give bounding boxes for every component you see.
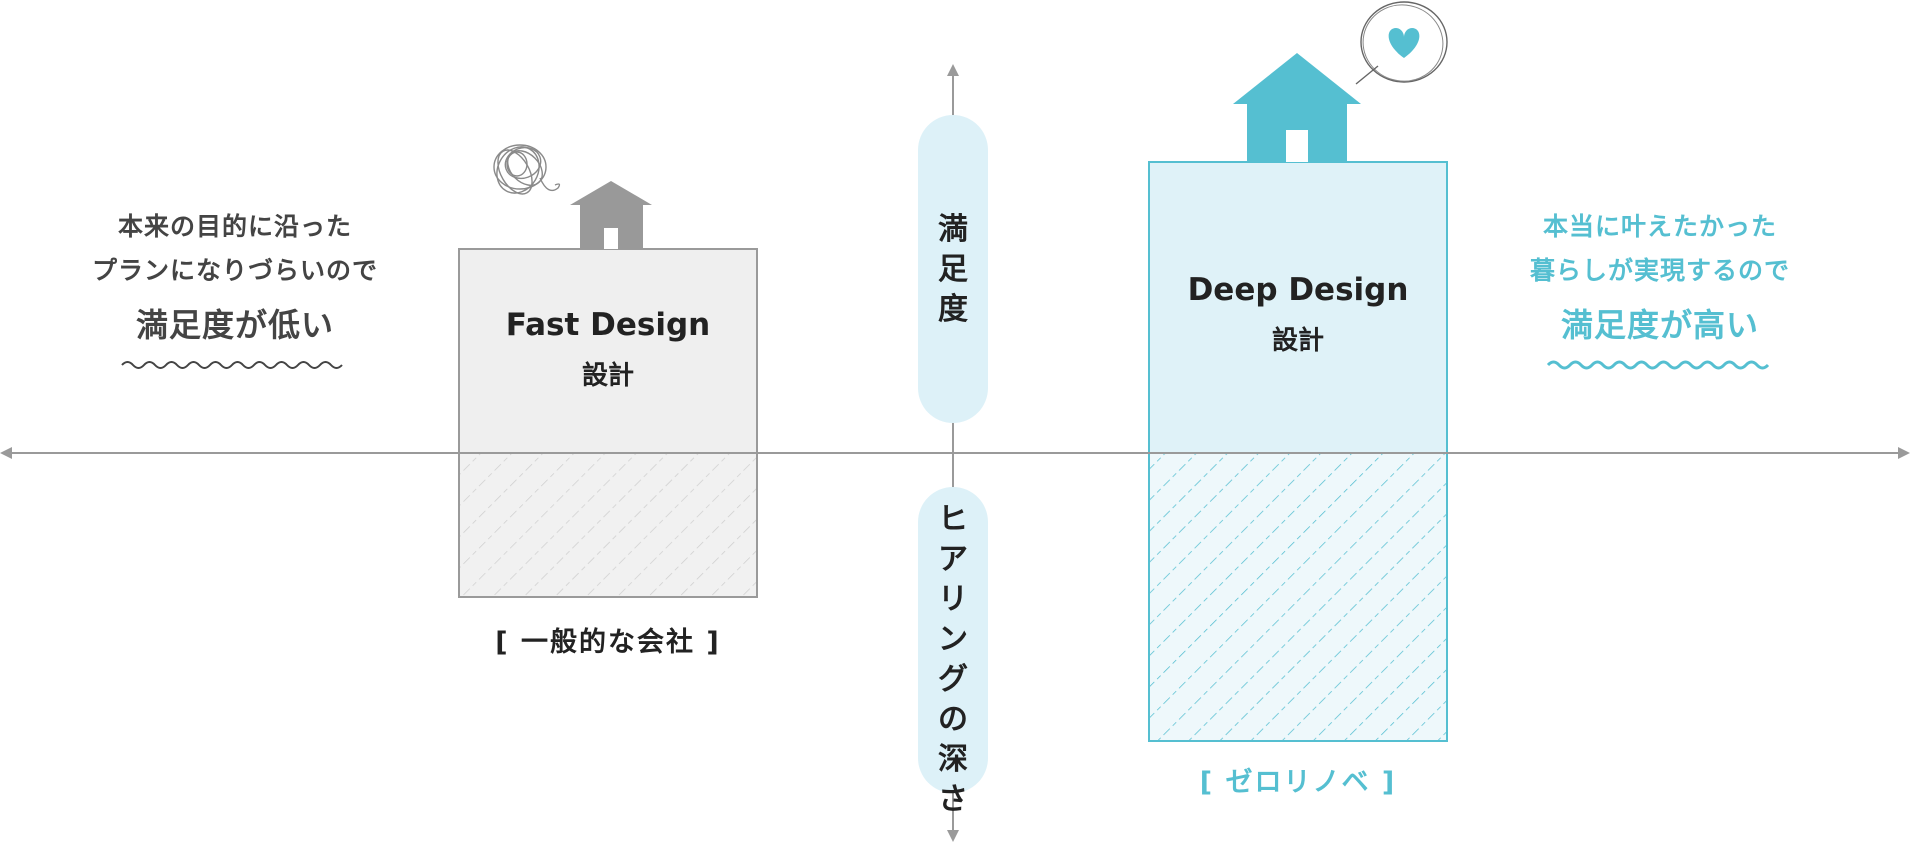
wavy-underline-gray — [121, 361, 343, 369]
fast-box-label: [ 一般的な会社 ] — [495, 627, 721, 658]
right-arrow-icon — [1898, 447, 1910, 459]
wavy-underline-teal — [1546, 360, 1770, 370]
deep-box-hatch — [1149, 453, 1447, 741]
right-caption: 本当に叶えたかった 暮らしが実現するので 満足度が高い — [1460, 205, 1860, 357]
deep-box-title: Deep Design — [1187, 272, 1409, 308]
down-arrow-icon — [947, 830, 959, 842]
right-caption-line2: 暮らしが実現するので — [1529, 256, 1790, 285]
house-icon-teal — [1233, 53, 1361, 162]
left-caption: 本来の目的に沿った プランになりづらいので 満足度が低い — [40, 205, 430, 357]
fast-box-upper — [459, 249, 757, 453]
deep-box-label: [ ゼロリノベ ] — [1199, 767, 1397, 798]
deep-box-upper — [1149, 162, 1447, 453]
heart-bubble-icon — [1355, 1, 1448, 85]
fast-box-hatch — [459, 453, 757, 597]
satisfaction-pill — [918, 115, 988, 423]
right-caption-line1: 本当に叶えたかった — [1542, 212, 1777, 241]
deep-box-subtitle: 設計 — [1271, 326, 1324, 356]
axis-upper-label: 満足度 — [938, 212, 968, 327]
left-caption-line2: プランになりづらいので — [91, 256, 378, 285]
right-caption-emphasis: 満足度が高い — [1560, 306, 1759, 344]
fast-box-title: Fast Design — [505, 307, 711, 343]
axis-lower-label: ヒアリングの深さ — [938, 502, 968, 817]
hearing-depth-pill — [918, 487, 988, 793]
house-icon-gray — [570, 181, 652, 249]
scribble-icon — [493, 144, 561, 195]
left-arrow-icon — [0, 447, 12, 459]
up-arrow-icon — [947, 64, 959, 76]
left-caption-emphasis: 満足度が低い — [135, 306, 334, 344]
left-caption-line1: 本来の目的に沿った — [117, 212, 352, 241]
fast-box-subtitle: 設計 — [581, 361, 634, 391]
